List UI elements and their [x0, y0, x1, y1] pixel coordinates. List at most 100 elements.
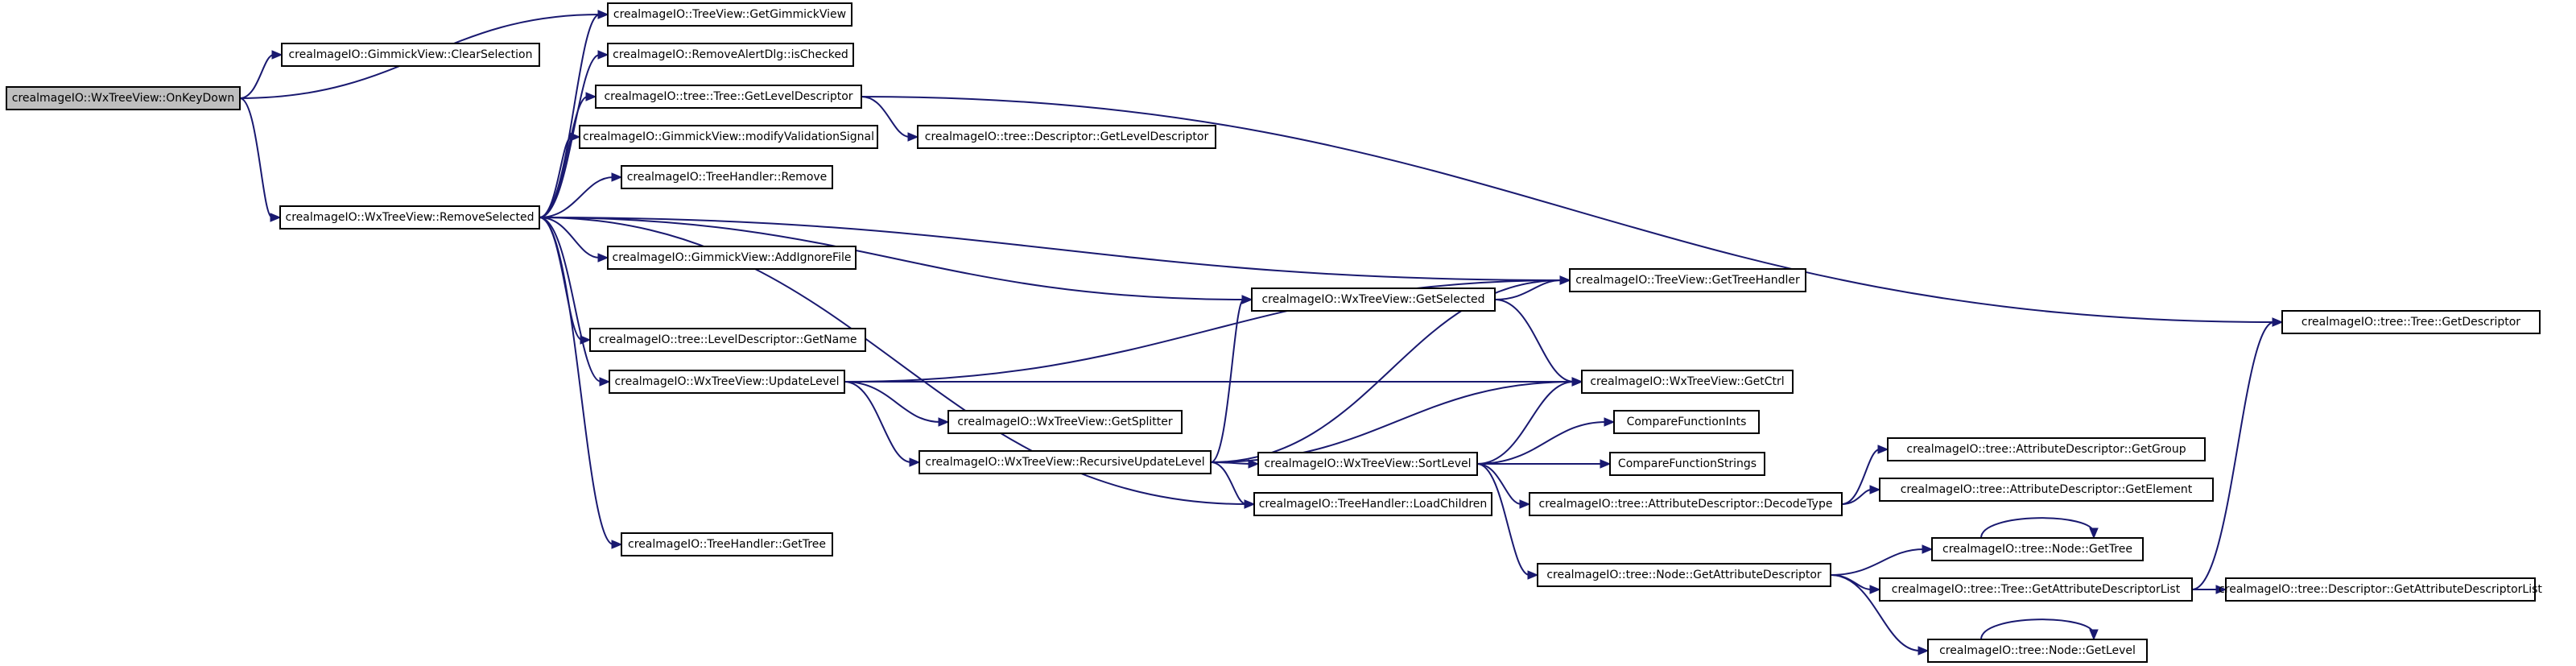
node-thgettree[interactable]: crealmageIO::TreeHandler::GetTree [621, 532, 833, 556]
node-label: crealmageIO::WxTreeView::GetCtrl [1590, 375, 1784, 388]
node-label: crealmageIO::WxTreeView::UpdateLevel [614, 375, 839, 388]
node-nodegetlevel[interactable]: crealmageIO::tree::Node::GetLevel [1927, 639, 2148, 663]
node-clearsel[interactable]: crealmageIO::GimmickView::ClearSelection [281, 43, 540, 67]
edge-onkeydown-to-clearsel [239, 50, 283, 99]
node-box [2225, 577, 2536, 602]
node-label: crealmageIO::tree::AttributeDescriptor::… [1901, 483, 2193, 496]
edge-arrowhead [2215, 585, 2227, 594]
node-getselected[interactable]: crealmageIO::WxTreeView::GetSelected [1251, 287, 1496, 312]
edge-arrowhead [1600, 459, 1612, 469]
node-addignore[interactable]: crealmageIO::GimmickView::AddIgnoreFile [607, 246, 857, 270]
edge-arrowhead [1922, 544, 1934, 554]
edge-getleveldesc-to-descgetlevel [861, 96, 919, 142]
node-getdescriptor[interactable]: crealmageIO::tree::Tree::GetDescriptor [2281, 310, 2541, 334]
edge-sortlevel-to-getctrl [1476, 377, 1583, 465]
edge-arrowhead [907, 132, 919, 142]
edge-arrowhead [597, 253, 609, 263]
node-box [947, 410, 1183, 434]
edge-arrowhead [1241, 295, 1253, 304]
node-label: crealmageIO::TreeView::GetGimmickView [613, 8, 846, 21]
node-removealert[interactable]: crealmageIO::RemoveAlertDlg::isChecked [607, 43, 854, 67]
node-removeselected[interactable]: crealmageIO::WxTreeView::RemoveSelected [279, 205, 540, 230]
edge-arrowhead [2089, 629, 2099, 641]
edge-removeselected-to-getleveldesc [539, 92, 597, 218]
node-onkeydown[interactable]: crealmageIO::WxTreeView::OnKeyDown [6, 86, 241, 110]
node-descgetlevel[interactable]: crealmageIO::tree::Descriptor::GetLevelD… [917, 125, 1216, 149]
node-descgetattrlist[interactable]: crealmageIO::tree::Descriptor::GetAttrib… [2219, 577, 2542, 602]
edge-nodegetattr-to-nodegetlevel [1830, 574, 1930, 656]
node-cmpstrings[interactable]: CompareFunctionStrings [1609, 452, 1765, 476]
node-label: crealmageIO::WxTreeView::RecursiveUpdate… [925, 456, 1204, 469]
edge-arrowhead [585, 92, 597, 101]
edge-arrowhead [611, 540, 623, 549]
node-label: CompareFunctionInts [1627, 416, 1747, 428]
node-thremove[interactable]: crealmageIO::TreeHandler::Remove [621, 165, 833, 189]
edge-arrowhead [1869, 485, 1881, 494]
edge-arrowhead [1248, 459, 1260, 469]
node-box [917, 125, 1216, 149]
node-box [1613, 410, 1760, 434]
node-label: crealmageIO::GimmickView::modifyValidati… [583, 130, 874, 143]
node-label: crealmageIO::GimmickView::ClearSelection [288, 48, 532, 61]
edge-updatelevel-to-getctrl [844, 377, 1583, 387]
node-box [1569, 268, 1806, 292]
node-box [589, 328, 866, 352]
node-label: crealmageIO::tree::LevelDescriptor::GetN… [598, 333, 857, 346]
node-label: crealmageIO::tree::Node::GetLevel [1939, 644, 2136, 657]
edge-recursive-to-getctrl [1210, 377, 1583, 463]
edge-arrowhead [1571, 377, 1583, 387]
node-recursive[interactable]: crealmageIO::WxTreeView::RecursiveUpdate… [919, 450, 1212, 474]
edge-sortlevel-to-cmpints [1476, 417, 1616, 465]
node-loadchildren[interactable]: crealmageIO::TreeHandler::LoadChildren [1253, 492, 1492, 516]
node-box [2281, 310, 2541, 334]
edge-decodetype-to-adgetelement [1841, 485, 1881, 505]
node-label: crealmageIO::RemoveAlertDlg::isChecked [613, 48, 848, 61]
edge-removeselected-to-thremove [539, 172, 623, 218]
edge-arrowhead [597, 50, 609, 60]
node-nodegetattr[interactable]: crealmageIO::tree::Node::GetAttributeDes… [1537, 563, 1831, 587]
node-getsplitter[interactable]: crealmageIO::WxTreeView::GetSplitter [947, 410, 1183, 434]
node-modifyvalid[interactable]: crealmageIO::GimmickView::modifyValidati… [579, 125, 878, 149]
node-box [1879, 478, 2214, 502]
node-adgetelement[interactable]: crealmageIO::tree::AttributeDescriptor::… [1879, 478, 2214, 502]
node-getgimmick[interactable]: crealmageIO::TreeView::GetGimmickView [607, 2, 852, 27]
edge-arrowhead [938, 417, 950, 427]
node-label: crealmageIO::WxTreeView::GetSplitter [957, 416, 1173, 428]
edge-arrowhead [1559, 275, 1571, 285]
node-box [1581, 370, 1794, 394]
node-box [621, 532, 833, 556]
node-label: crealmageIO::WxTreeView::GetSelected [1261, 293, 1484, 306]
node-cmpints[interactable]: CompareFunctionInts [1613, 410, 1760, 434]
node-updatelevel[interactable]: crealmageIO::WxTreeView::UpdateLevel [609, 370, 845, 394]
edge-nodegetattr-to-nodegettree [1830, 544, 1934, 576]
node-box [6, 86, 241, 110]
node-label: crealmageIO::tree::Tree::GetDescriptor [2301, 316, 2520, 329]
edge-decodetype-to-adgetgroup [1841, 445, 1889, 505]
node-label: crealmageIO::TreeView::GetTreeHandler [1575, 274, 1800, 287]
edge-arrowhead [1519, 499, 1531, 509]
node-decodetype[interactable]: crealmageIO::tree::AttributeDescriptor::… [1529, 492, 1843, 516]
node-getleveldesc[interactable]: crealmageIO::tree::Tree::GetLevelDescrip… [595, 85, 862, 109]
node-treegetattrlist[interactable]: crealmageIO::tree::Tree::GetAttributeDes… [1879, 577, 2193, 602]
node-box [607, 43, 854, 67]
node-gettreehandler[interactable]: crealmageIO::TreeView::GetTreeHandler [1569, 268, 1806, 292]
edge-nodegetlevel-to-nodegetlevel [1980, 618, 2099, 641]
edge-arrowhead [2089, 527, 2099, 540]
node-box [621, 165, 833, 189]
node-getctrl[interactable]: crealmageIO::WxTreeView::GetCtrl [1581, 370, 1794, 394]
node-box [607, 2, 852, 27]
node-box [1927, 639, 2148, 663]
edge-arrowhead [599, 377, 611, 387]
node-sortlevel[interactable]: crealmageIO::WxTreeView::SortLevel [1257, 452, 1478, 476]
node-adgetgroup[interactable]: crealmageIO::tree::AttributeDescriptor::… [1887, 437, 2206, 461]
node-box [1529, 492, 1843, 516]
node-label: crealmageIO::tree::AttributeDescriptor::… [1906, 443, 2186, 456]
node-label: crealmageIO::TreeHandler::Remove [627, 171, 828, 184]
node-ldgetname[interactable]: crealmageIO::tree::LevelDescriptor::GetN… [589, 328, 866, 352]
edge-removeselected-to-getgimmick [539, 10, 609, 218]
edge-arrowhead [1527, 570, 1539, 580]
edge-updatelevel-to-getsplitter [844, 381, 950, 427]
node-nodegettree[interactable]: crealmageIO::tree::Node::GetTree [1931, 537, 2144, 561]
node-box [1253, 492, 1492, 516]
edge-arrowhead [611, 172, 623, 182]
